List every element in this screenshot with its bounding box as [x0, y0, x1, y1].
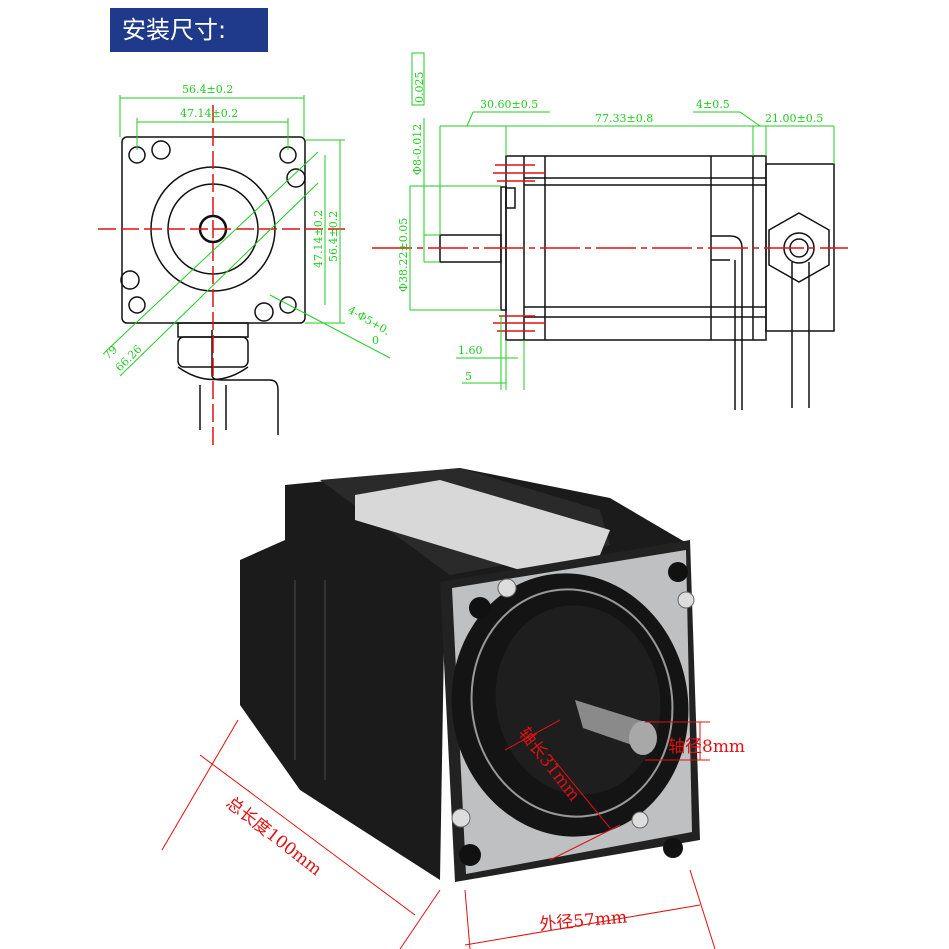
- dim-pilot-depth: 1.60: [458, 344, 483, 357]
- dim-rear-len: 21.00±0.5: [765, 112, 823, 125]
- dim-width-outer: 56.4±0.2: [182, 83, 233, 96]
- front-centerlines: [98, 105, 345, 445]
- dim-body-len: 77.33±0.8: [595, 112, 653, 125]
- label-shaft-diameter: 轴径8mm: [668, 737, 745, 757]
- side-dimensions: [409, 52, 835, 390]
- dim-height-outer: 56.4±0.2: [327, 211, 340, 262]
- dim-flange: 5: [465, 370, 472, 383]
- label-outer-size: 外径57mm: [539, 907, 628, 935]
- dim-diag-outer: 79: [101, 343, 120, 362]
- motor-photo: [240, 468, 700, 882]
- photo-annotations: [161, 719, 716, 949]
- dim-shaft-len: 30.60±0.5: [480, 98, 538, 111]
- dim-runout: 0.025: [413, 72, 426, 104]
- dim-holes: 4-Φ5+0.: [346, 303, 393, 337]
- dim-shaft-dia: Φ8-0.012: [411, 124, 424, 175]
- dim-diag-inner: 66.26: [113, 343, 144, 374]
- dim-width-hole: 47.14±0.2: [180, 107, 238, 120]
- dim-gap: 4±0.5: [696, 98, 730, 111]
- front-dimensions: [104, 95, 391, 377]
- dim-height-hole: 47.14±0.2: [312, 210, 325, 268]
- side-centerlines: [372, 164, 848, 332]
- dim-pilot-dia: Φ38.22±0.05: [397, 218, 410, 292]
- page-title: 安装尺寸:: [110, 8, 268, 52]
- dim-holes-tol: 0: [372, 334, 379, 347]
- side-view: [439, 155, 835, 410]
